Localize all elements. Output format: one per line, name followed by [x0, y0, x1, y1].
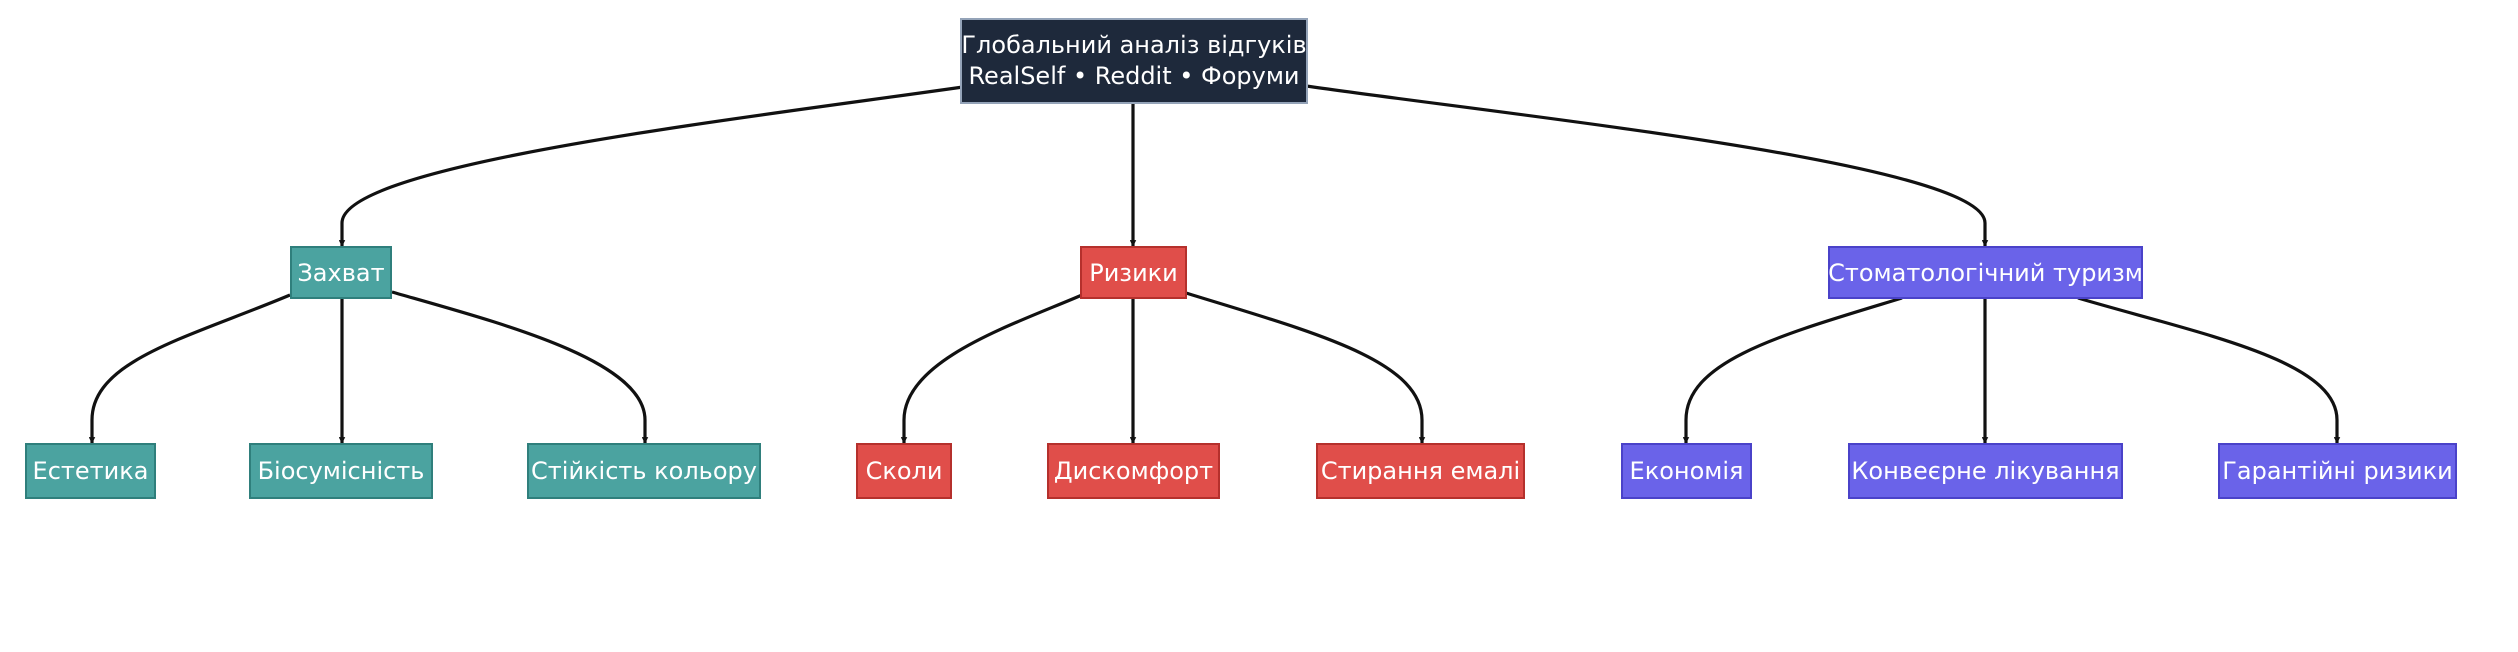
edge-delight-colorfast	[391, 290, 649, 444]
leaf-node-chips: Сколи	[856, 443, 952, 499]
edge-root-delight	[338, 84, 971, 247]
leaf-node-aesthetics: Естетика	[25, 443, 156, 499]
leaf-node-enamel-wear: Стирання емалі	[1316, 443, 1525, 499]
root-node: Глобальний аналіз відгуків RealSelf • Re…	[960, 18, 1308, 104]
leaf-node-warranty-risks: Гарантійні ризики	[2218, 443, 2457, 499]
leaf-node-savings: Економія	[1621, 443, 1752, 499]
edge-root-tourism	[1305, 84, 1989, 247]
category-node-tourism: Стоматологічний туризм	[1828, 246, 2143, 299]
root-title-line-1: Глобальний аналіз відгуків	[961, 31, 1307, 59]
edge-risks-enamel	[1185, 291, 1426, 444]
edge-delight-aesthetics	[88, 293, 291, 444]
root-title-line-2: RealSelf • Reddit • Форуми	[968, 62, 1300, 90]
category-node-delight: Захват	[290, 246, 392, 299]
leaf-node-color-fastness: Стійкість кольору	[527, 443, 761, 499]
edge-risks-chips	[900, 293, 1083, 444]
leaf-node-conveyor-treatment: Конвеєрне лікування	[1848, 443, 2123, 499]
leaf-node-discomfort: Дискомфорт	[1047, 443, 1220, 499]
category-node-risks: Ризики	[1080, 246, 1187, 299]
edge-tourism-economy	[1682, 296, 1903, 444]
leaf-node-biocompatibility: Біосумісність	[249, 443, 433, 499]
edge-tourism-warranty	[2077, 296, 2341, 444]
